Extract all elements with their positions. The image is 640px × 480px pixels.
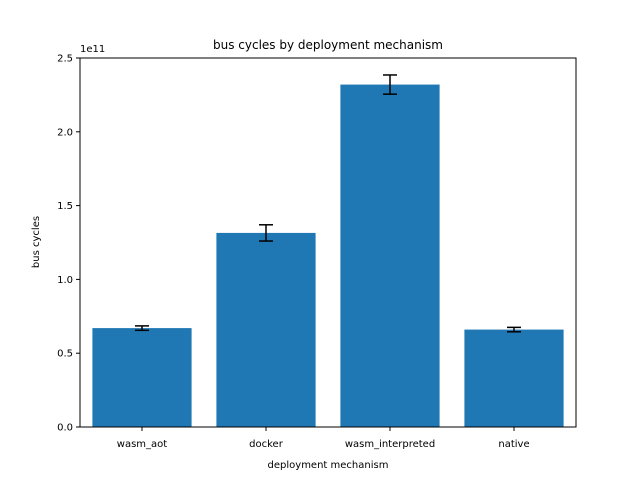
x-tick-label: docker bbox=[249, 439, 284, 450]
y-tick-label: 0.5 bbox=[57, 349, 73, 360]
axes-frame bbox=[79, 57, 577, 428]
y-tick-label: 1.5 bbox=[57, 201, 73, 212]
y-tick-label: 2.5 bbox=[57, 54, 73, 65]
y-axis-label: bus cycles bbox=[31, 216, 42, 268]
chart-title: bus cycles by deployment mechanism bbox=[213, 38, 443, 52]
x-tick-label: wasm_interpreted bbox=[345, 439, 435, 450]
y-tick-label: 0.0 bbox=[57, 423, 73, 434]
y-tick-label: 1.0 bbox=[57, 275, 73, 286]
y-tick-label: 2.0 bbox=[57, 127, 73, 138]
plot-area: 0.0 0.5 1.0 1.5 2.0 2.5 wasm_aot docker wasm_int… bbox=[57, 54, 577, 450]
bar-docker bbox=[216, 232, 316, 427]
bar-wasm_interpreted bbox=[340, 84, 440, 428]
x-axis-label: deployment mechanism bbox=[268, 460, 389, 471]
bar-native bbox=[464, 329, 564, 427]
x-tick-label: wasm_aot bbox=[117, 439, 168, 450]
bar-wasm_aot bbox=[92, 328, 192, 427]
y-offset-label: 1e11 bbox=[80, 44, 105, 55]
x-tick-label: native bbox=[498, 439, 529, 450]
